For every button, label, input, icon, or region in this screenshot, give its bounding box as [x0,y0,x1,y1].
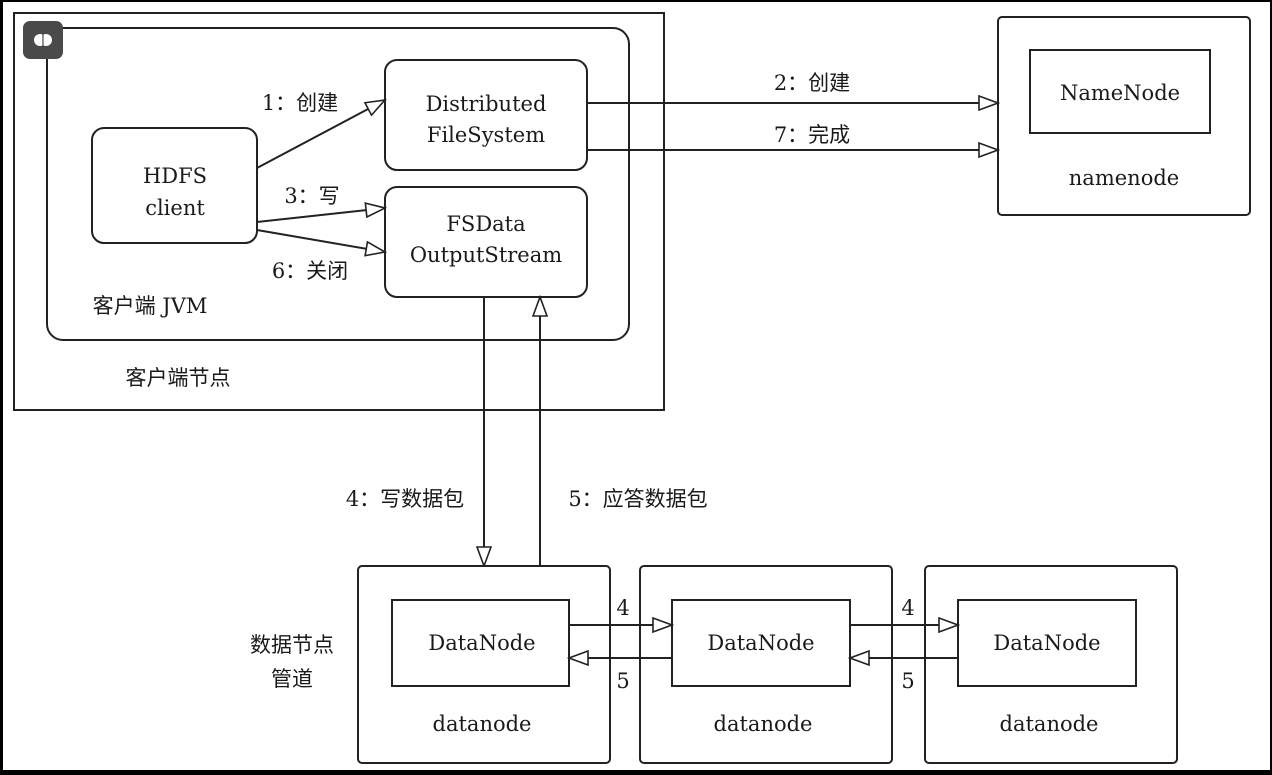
fsdos-line2: OutputStream [410,243,562,267]
datanode-2: DataNode datanode [924,565,1178,764]
fsdos-line1: FSData [446,212,525,236]
label-dn-write-1: 4 [616,596,629,620]
datanode-inner-label: DataNode [707,631,814,655]
hdfs-client-line2: client [145,196,205,220]
fsdata-outputstream-box [384,186,588,298]
arrow-create1 [256,100,385,169]
namenode-inner-box [1029,49,1211,134]
datanode-1: DataNode datanode [639,565,893,764]
pipeline-label-line1: 数据节点 [250,633,334,657]
namenode-label: namenode [1069,166,1179,190]
hdfs-client-line1: HDFS [143,164,207,188]
brain-icon[interactable] [23,21,63,59]
dfs-line1: Distributed [426,92,547,116]
label-write3: 3：写 [284,184,339,208]
arrow-close6 [256,229,385,252]
label-create1: 1：创建 [262,91,338,115]
namenode-inner-label: NameNode [1060,81,1180,105]
client-jvm-label: 客户端 JVM [93,294,208,318]
label-close6: 6：关闭 [272,259,348,283]
hdfs-client-box [91,127,258,244]
datanode-label: datanode [714,712,813,736]
label-complete7: 7：完成 [774,123,850,147]
datanode-inner-label: DataNode [993,631,1100,655]
datanode-0: DataNode datanode [357,565,611,764]
label-dn-write-2: 4 [901,596,914,620]
datanode-label: datanode [433,712,532,736]
dfs-line2: FileSystem [427,123,545,147]
client-node-label: 客户端节点 [126,366,231,390]
arrow-write3 [256,208,385,223]
label-ack-packet5: 5：应答数据包 [568,487,707,511]
label-create2: 2：创建 [774,71,850,95]
label-dn-ack-1: 5 [616,669,629,693]
datanode-label: datanode [1000,712,1099,736]
pipeline-label-line2: 管道 [271,667,313,691]
datanode-inner-label: DataNode [428,631,535,655]
label-dn-ack-2: 5 [901,669,914,693]
label-write-packet4: 4：写数据包 [346,487,464,511]
